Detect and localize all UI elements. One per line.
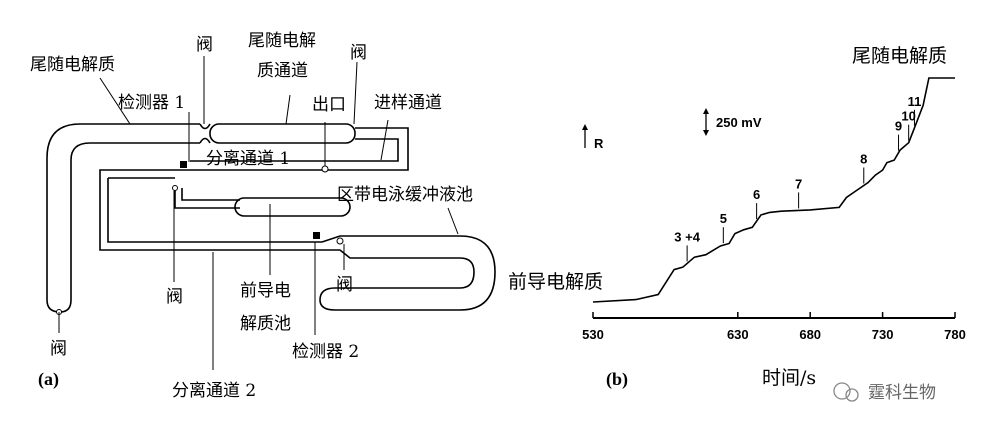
label-leading-pool-2: 解质池 (240, 314, 291, 334)
annotation-label: 6 (753, 187, 760, 202)
separation-channel-1 (107, 177, 322, 243)
wechat-icon (833, 382, 851, 400)
annotation-label: 5 (720, 211, 727, 226)
isotachopherogram-trace (592, 77, 955, 303)
x-axis-title: 时间/s (762, 367, 816, 389)
label-separation-channel-2: 分离通道 2 (172, 381, 256, 401)
label-valve-left-mid: 阀 (166, 287, 183, 307)
label-valve-top-right: 阀 (350, 43, 367, 63)
annotation-label: 8 (860, 152, 867, 167)
detector-1-mark (180, 161, 187, 168)
watermark-text: 霆科生物 (868, 383, 936, 403)
label-trailing-electrolyte-b: 尾随电解质 (852, 45, 947, 67)
r-label: R (594, 136, 604, 151)
annotation-label: 9 (895, 119, 902, 134)
x-tick-label: 780 (944, 327, 966, 342)
r-arrowhead-icon (582, 124, 588, 130)
x-tick-label: 680 (799, 327, 821, 342)
detector-2-mark (313, 232, 320, 239)
wechat-icon-2 (845, 388, 859, 402)
microchip-schematic: 尾随电解质 阀 尾随电解 质通道 阀 检测器 1 出口 进样通道 分离通道 1 … (30, 31, 496, 401)
watermark: 霆科生物 (833, 382, 936, 403)
label-outlet: 出口 (312, 95, 346, 115)
trailing-electrolyte-tube (46, 123, 200, 313)
label-injection-channel: 进样通道 (374, 93, 442, 113)
leading-electrolyte-pool (234, 197, 351, 217)
trailing-channel-reservoir (209, 123, 356, 144)
x-tick-labels: 530 630 680 730 780 (582, 327, 966, 342)
scale-double-arrow-icon (703, 108, 709, 136)
annotation-label: 10 (901, 109, 915, 124)
label-detector-2: 检测器 2 (292, 342, 359, 362)
valve-port-right (336, 237, 344, 245)
label-trailing-channel-2: 质通道 (257, 61, 308, 81)
label-separation-channel-1: 分离通道 1 (206, 149, 290, 169)
x-tick-label: 630 (727, 327, 749, 342)
label-trailing-electrolyte: 尾随电解质 (30, 55, 115, 75)
valve-port-left (172, 185, 178, 191)
label-detector-1: 检测器 1 (118, 93, 185, 113)
label-valve-top-left: 阀 (196, 35, 213, 55)
x-ticks (592, 312, 956, 318)
left-pinch (199, 123, 211, 144)
label-leading-electrolyte-b: 前导电解质 (508, 271, 603, 293)
pointer-lines (58, 56, 459, 370)
panel-b-label: (b) (606, 369, 628, 390)
injection-channel-tube (99, 127, 409, 251)
scale-label: 250 mV (716, 115, 762, 130)
label-valve-bottom: 阀 (50, 339, 67, 359)
annotation-label: 11 (908, 94, 922, 109)
panel-a-label: (a) (38, 369, 59, 390)
label-valve-right-mid: 阀 (336, 275, 353, 295)
annotation-label: 7 (795, 176, 802, 191)
x-tick-label: 730 (872, 327, 894, 342)
annotation-label: 3 +4 (674, 229, 700, 244)
label-trailing-channel-1: 尾随电解 (248, 31, 316, 51)
injection-channel-inner (190, 138, 399, 162)
label-zone-buffer-pool: 区带电泳缓冲液池 (337, 185, 473, 205)
leading-channel-tube (174, 188, 240, 209)
zone-buffer-u-tube (319, 235, 496, 311)
label-leading-pool-1: 前导电 (240, 281, 291, 301)
outlet-port (321, 165, 329, 173)
x-tick-label: 530 (582, 327, 604, 342)
